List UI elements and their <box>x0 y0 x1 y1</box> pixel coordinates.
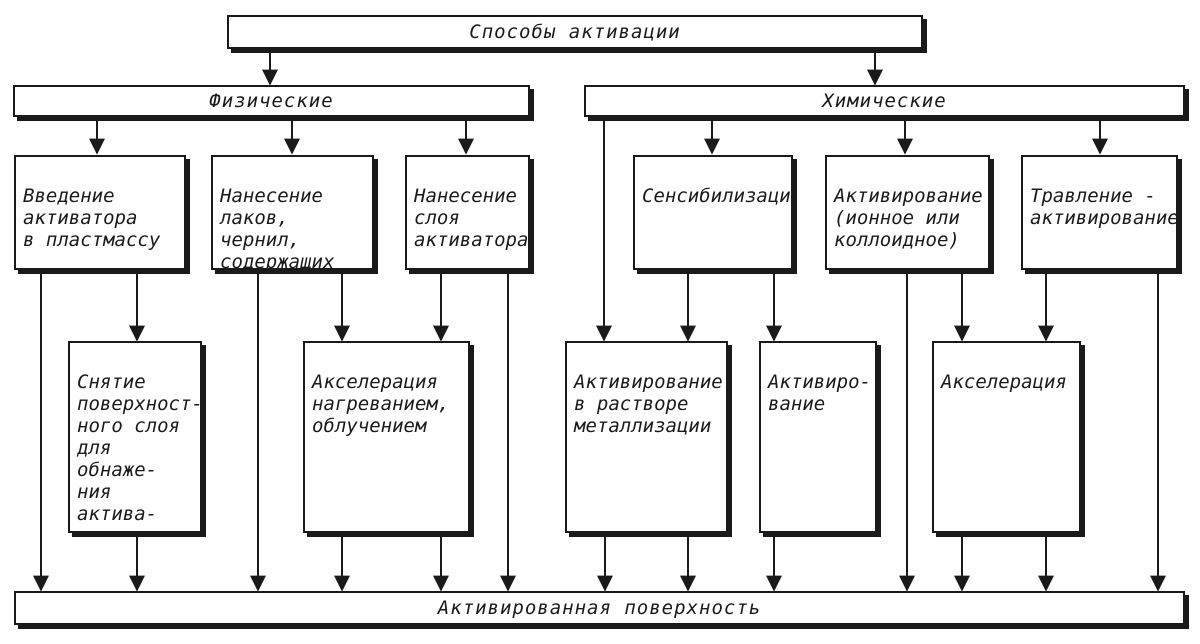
intro-activator-box: Введение активатора в пластмассу <box>14 155 186 270</box>
chemical-box: Химические <box>584 85 1185 117</box>
heat-acceleration-label: Акселерация нагреванием, облучением <box>312 371 450 437</box>
physical-label: Физические <box>209 90 334 112</box>
metallization-label: Активирование в растворе металлизации <box>574 371 723 437</box>
heat-acceleration-box: Акселерация нагреванием, облучением <box>303 341 470 533</box>
etching-box: Травление - активирование <box>1021 155 1178 270</box>
ionic-colloid-label: Активирование (ионное или коллоидное) <box>834 185 983 251</box>
surface-removal-box: Снятие поверхност- ного слоя для обнаже-… <box>68 341 202 533</box>
activator-layer-label: Нанесение слоя активатора <box>414 185 529 251</box>
physical-box: Физические <box>13 85 530 117</box>
activation-short-label: Активиро- вание <box>768 371 871 415</box>
activator-layer-box: Нанесение слоя активатора <box>405 155 530 270</box>
result-label: Активированная поверхность <box>437 597 762 619</box>
acceleration-label: Акселерация <box>941 371 1067 393</box>
root-label: Способы активации <box>469 21 681 43</box>
result-box: Активированная поверхность <box>14 591 1185 625</box>
acceleration-box: Акселерация <box>932 341 1081 533</box>
lacquer-label: Нанесение лаков, чернил, содержащих акти… <box>220 185 335 270</box>
surface-removal-label: Снятие поверхност- ного слоя для обнаже-… <box>77 371 202 531</box>
activation-short-box: Активиро- вание <box>759 341 877 533</box>
etching-label: Травление - активирование <box>1030 185 1178 229</box>
lacquer-box: Нанесение лаков, чернил, содержащих акти… <box>211 155 374 270</box>
sensibilization-label: Сенсибилизация <box>642 185 793 207</box>
ionic-colloid-box: Активирование (ионное или коллоидное) <box>825 155 990 270</box>
intro-activator-label: Введение активатора в пластмассу <box>23 185 161 251</box>
chemical-label: Химические <box>822 90 947 112</box>
metallization-box: Активирование в растворе металлизации <box>565 341 728 533</box>
root-box: Способы активации <box>227 15 923 49</box>
sensibilization-box: Сенсибилизация <box>633 155 793 270</box>
